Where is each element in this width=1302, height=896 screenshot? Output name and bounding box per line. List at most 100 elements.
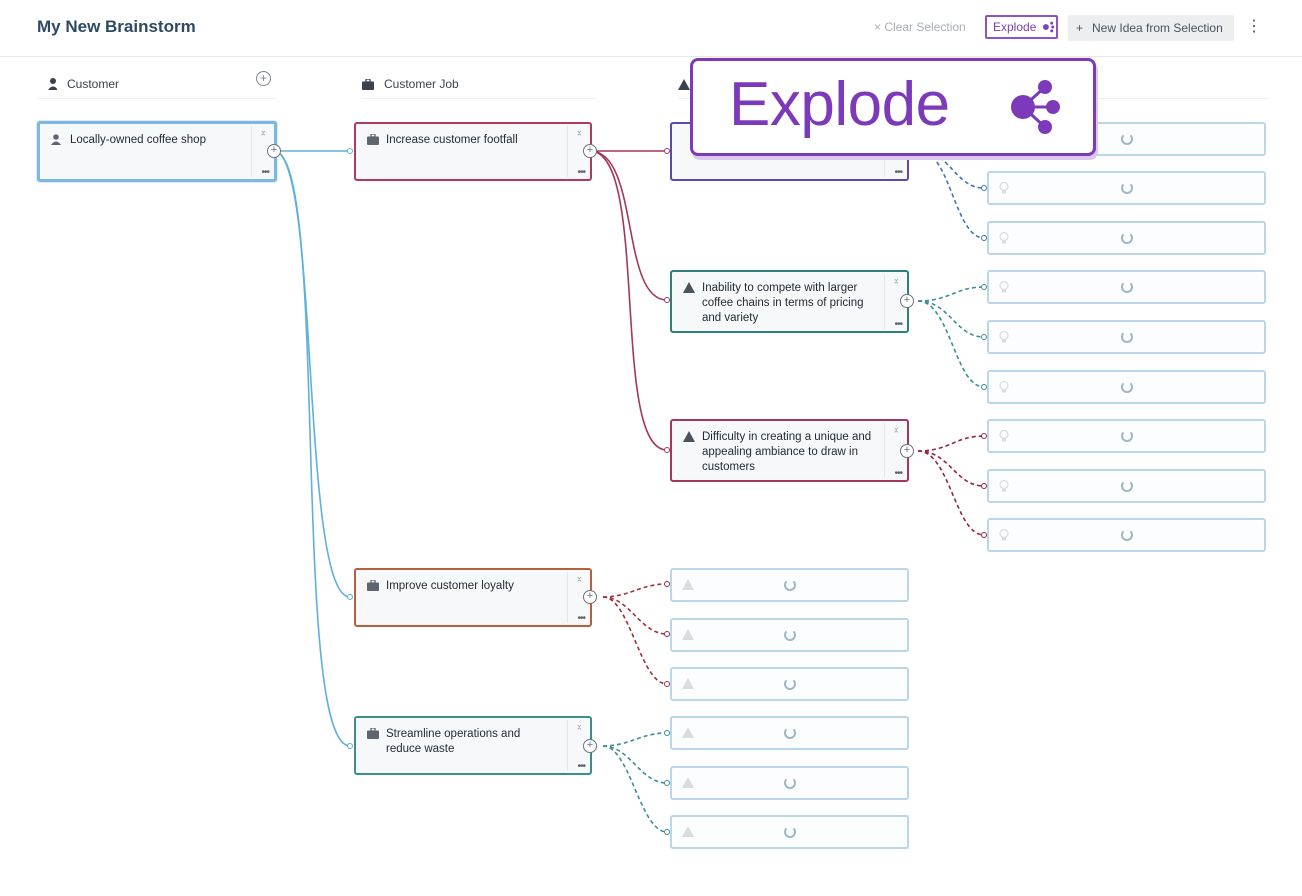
card-menu-icon[interactable]: ••• — [261, 167, 269, 178]
spinner-icon — [1121, 281, 1133, 293]
card-text: Increase customer footfall — [386, 134, 518, 146]
job-card-operations[interactable]: Streamline operations and reduce waste ⌄… — [354, 716, 592, 775]
spinner-icon — [1121, 133, 1133, 145]
loading-idea-card — [987, 419, 1266, 453]
spinner-icon — [1121, 331, 1133, 343]
add-child-button[interactable]: + — [583, 590, 597, 604]
warning-icon — [678, 78, 690, 90]
lightbulb-icon — [999, 182, 1009, 194]
spinner-icon — [1121, 430, 1133, 442]
collapse-chevron-icon[interactable]: ⌄⌃ — [892, 273, 900, 290]
explode-button[interactable]: Explode — [985, 15, 1058, 39]
warning-icon — [682, 629, 694, 640]
loading-idea-card — [987, 469, 1266, 503]
column-label: Customer — [67, 77, 120, 91]
spinner-icon — [1121, 480, 1133, 492]
briefcase-icon — [367, 134, 379, 145]
spinner-icon — [1121, 381, 1133, 393]
collapse-chevron-icon[interactable]: ⌄⌃ — [575, 719, 583, 736]
column-label: Customer Job — [384, 77, 459, 91]
new-idea-label: New Idea from Selection — [1092, 21, 1223, 35]
person-icon — [48, 78, 57, 90]
lightbulb-icon — [999, 331, 1009, 343]
loading-idea-card — [987, 320, 1266, 354]
clear-selection-button[interactable]: × Clear Selection — [874, 20, 966, 34]
collapse-chevron-icon[interactable]: ⌄⌃ — [575, 125, 583, 142]
loading-card — [670, 667, 909, 701]
card-menu-icon[interactable]: ••• — [894, 319, 902, 330]
spinner-icon — [1121, 529, 1133, 541]
warning-icon — [683, 431, 695, 442]
card-menu-icon[interactable]: ••• — [894, 468, 902, 479]
page-title: My New Brainstorm — [37, 17, 196, 36]
column-header-customer: Customer — [37, 70, 277, 99]
add-child-button[interactable]: + — [267, 144, 281, 158]
card-menu-icon[interactable]: ••• — [577, 613, 585, 624]
warning-icon — [682, 826, 694, 837]
card-text: Streamline operations and reduce waste — [386, 728, 521, 755]
warning-icon — [683, 282, 695, 293]
loading-idea-card — [987, 221, 1266, 255]
spinner-icon — [784, 579, 796, 591]
briefcase-icon — [367, 580, 379, 591]
explode-icon — [1043, 21, 1055, 33]
card-text: Locally-owned coffee shop — [70, 134, 206, 146]
warning-icon — [682, 678, 694, 689]
spinner-icon — [784, 629, 796, 641]
loading-card — [670, 815, 909, 849]
loading-card — [670, 766, 909, 800]
warning-icon — [682, 777, 694, 788]
loading-idea-card — [987, 171, 1266, 205]
pain-card-2[interactable]: Inability to compete with larger coffee … — [670, 270, 909, 333]
lightbulb-icon — [999, 232, 1009, 244]
person-icon — [51, 134, 61, 145]
spinner-icon — [784, 678, 796, 690]
explode-callout-label: Explode — [729, 70, 950, 139]
lightbulb-icon — [999, 480, 1009, 492]
loading-idea-card — [987, 518, 1266, 552]
card-text: Improve customer loyalty — [386, 580, 514, 592]
add-child-button[interactable]: + — [583, 144, 597, 158]
lightbulb-icon — [999, 281, 1009, 293]
spinner-icon — [784, 826, 796, 838]
plus-icon: + — [1076, 21, 1084, 35]
lightbulb-icon — [999, 430, 1009, 442]
column-header-customer-job: Customer Job — [362, 70, 597, 99]
card-menu-icon[interactable]: ••• — [577, 167, 585, 178]
spinner-icon — [784, 777, 796, 789]
add-child-button[interactable]: + — [900, 444, 914, 458]
lightbulb-icon — [999, 381, 1009, 393]
explode-icon — [1011, 80, 1060, 134]
add-child-button[interactable]: + — [583, 739, 597, 753]
lightbulb-icon — [999, 529, 1009, 541]
customer-card[interactable]: Locally-owned coffee shop ⌄⌃ ••• — [37, 121, 277, 182]
loading-card — [670, 618, 909, 652]
warning-icon — [682, 579, 694, 590]
add-child-button[interactable]: + — [900, 294, 914, 308]
explode-zoom-callout: Explode — [690, 58, 1096, 156]
loading-idea-card — [987, 370, 1266, 404]
collapse-chevron-icon[interactable]: ⌄⌃ — [575, 571, 583, 588]
add-column-button[interactable]: + — [256, 71, 271, 86]
card-menu-icon[interactable]: ••• — [894, 167, 902, 178]
spinner-icon — [784, 727, 796, 739]
collapse-chevron-icon[interactable]: ⌄⌃ — [892, 422, 900, 439]
new-idea-from-selection-button[interactable]: + New Idea from Selection — [1068, 15, 1234, 41]
card-text: Inability to compete with larger coffee … — [702, 282, 864, 324]
loading-card — [670, 716, 909, 750]
card-menu-icon[interactable]: ••• — [577, 761, 585, 772]
pain-card-3[interactable]: Difficulty in creating a unique and appe… — [670, 419, 909, 482]
top-bar: My New Brainstorm × Clear Selection Expl… — [0, 0, 1302, 57]
warning-icon — [682, 727, 694, 738]
more-menu-icon[interactable]: ⋮ — [1246, 18, 1262, 35]
briefcase-icon — [367, 728, 379, 739]
explode-label: Explode — [993, 20, 1037, 34]
loading-card — [670, 568, 909, 602]
clear-selection-label: Clear Selection — [884, 20, 966, 34]
job-card-loyalty[interactable]: Improve customer loyalty ⌄⌃ ••• — [354, 568, 592, 627]
briefcase-icon — [362, 78, 374, 90]
close-icon: × — [874, 20, 882, 34]
spinner-icon — [1121, 182, 1133, 194]
job-card-footfall[interactable]: Increase customer footfall ⌄⌃ ••• — [354, 122, 592, 181]
collapse-chevron-icon[interactable]: ⌄⌃ — [259, 125, 267, 142]
